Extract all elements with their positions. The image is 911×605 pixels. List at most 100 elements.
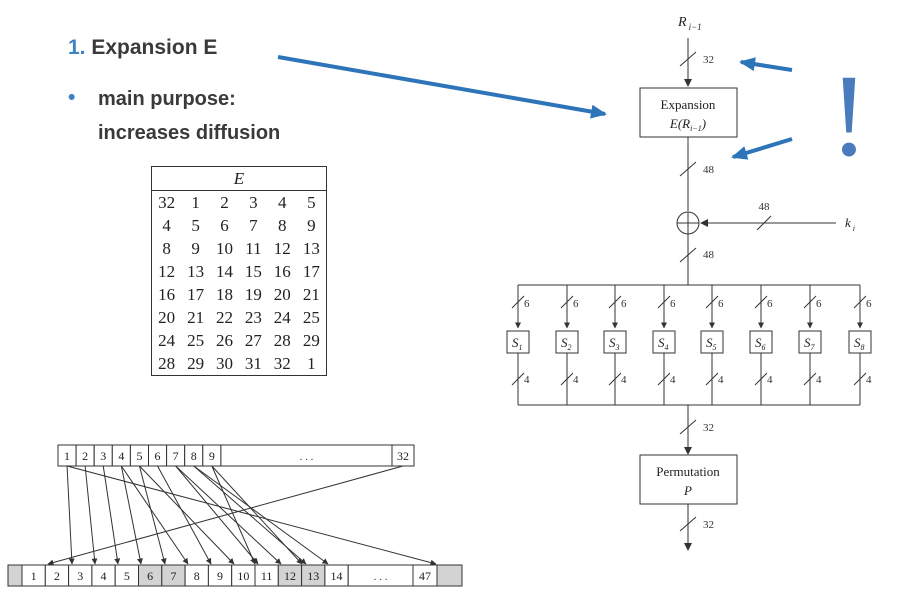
permutation-box [639, 454, 738, 505]
sbox-output-slash [853, 372, 867, 386]
slash-48-bottom [679, 247, 697, 263]
exclamation-mark: ! [829, 50, 868, 181]
expansion-table-cell: 24 [273, 308, 291, 327]
bit-mapping-arrow [66, 465, 75, 565]
heading-expansion: 1. Expansion E [68, 36, 217, 60]
slash-32-out [679, 516, 697, 532]
bit-mapping-arrow [139, 465, 235, 565]
expansion-table-cell: 31 [244, 354, 262, 373]
heading-text: Expansion E [91, 36, 218, 59]
bit-mapping-arrow [120, 465, 189, 565]
blue-arrow-to-input [739, 57, 793, 72]
width-label-48-mid: 48 [703, 164, 715, 176]
expansion-table-cell: 12 [158, 262, 176, 281]
sbox-output-width: 4 [524, 374, 530, 386]
expansion-table-cell: 4 [278, 193, 287, 212]
bit-mapping-arrow [120, 465, 143, 565]
expansion-table-cell: 20 [158, 308, 176, 327]
bottom-bit-label: 10 [237, 569, 249, 583]
expansion-table-cell: 27 [244, 331, 262, 350]
sbox-label: S2 [561, 335, 572, 352]
top-bit-label: 4 [118, 449, 124, 463]
expansion-table-cell: 8 [162, 239, 171, 258]
heading-number: 1. [68, 36, 86, 59]
expansion-table-cell: 1 [191, 193, 200, 212]
sbox-output-slash [657, 372, 671, 386]
sbox-input-width: 6 [524, 298, 530, 310]
bit-mapping-arrow [211, 465, 256, 565]
bit-mapping-arrow [175, 465, 259, 565]
sbox-input-width: 6 [767, 298, 773, 310]
expansion-table-cell: 5 [307, 193, 316, 212]
bit-mapping-arrow [157, 465, 212, 565]
sbox-output-width: 4 [816, 374, 822, 386]
bottom-bit-label: 11 [261, 569, 273, 583]
sbox-label: S3 [609, 335, 620, 352]
bit-mapping-arrow [138, 465, 167, 565]
expansion-table-cell: 13 [302, 239, 320, 258]
sbox-output-width: 4 [621, 374, 627, 386]
sbox-input-width: 6 [670, 298, 676, 310]
bottom-shaded-end [436, 564, 463, 587]
expansion-table-cell: 19 [244, 285, 262, 304]
sbox-output-slash [511, 372, 525, 386]
expansion-table-cell: 9 [307, 216, 316, 235]
permutation-label: Permutation [656, 464, 720, 479]
bottom-bit-label-last: 47 [419, 569, 431, 583]
sbox-input-width: 6 [573, 298, 579, 310]
blue-arrow-to-output [731, 137, 793, 160]
bottom-bit-label: 14 [331, 569, 343, 583]
expansion-table-cell: 2 [220, 193, 229, 212]
expansion-table-cell: 29 [302, 331, 320, 350]
width-label-32-perm: 32 [703, 422, 714, 434]
bottom-bit-label: 6 [147, 569, 153, 583]
expansion-table-cell: 11 [245, 239, 262, 258]
bit-mapping-arrow [211, 465, 303, 565]
sbox-output-width: 4 [718, 374, 724, 386]
top-bit-label: 2 [82, 449, 88, 463]
slash-32-top [679, 51, 697, 67]
bottom-bit-label: 9 [217, 569, 223, 583]
expansion-table-cell: 32 [158, 193, 176, 212]
sbox-output-width: 4 [670, 374, 676, 386]
sbox-output-slash [754, 372, 768, 386]
expansion-table-cell: 14 [216, 262, 234, 281]
expansion-table-cell: 10 [216, 239, 234, 258]
bottom-bit-label: 12 [284, 569, 296, 583]
sbox-input-slash [511, 295, 525, 309]
expansion-table-cell: 29 [187, 354, 205, 373]
bottom-shaded-start [7, 564, 23, 587]
expansion-table-cell: 15 [244, 262, 262, 281]
top-bit-label: 7 [173, 449, 179, 463]
expansion-table-cell: 7 [249, 216, 258, 235]
bottom-bit-label: 5 [124, 569, 130, 583]
sbox-input-width: 6 [718, 298, 724, 310]
expansion-table-cell: 6 [220, 216, 229, 235]
sbox-label: S6 [755, 335, 766, 352]
sbox-output-slash [608, 372, 622, 386]
sbox-label: S5 [706, 335, 717, 352]
expansion-table-cell: 16 [273, 262, 291, 281]
bullet-line-2: increases diffusion [98, 122, 281, 144]
sbox-input-width: 6 [621, 298, 627, 310]
expansion-table-cell: 18 [216, 285, 234, 304]
top-bit-label-last: 32 [397, 449, 409, 463]
bottom-bit-label: 13 [307, 569, 319, 583]
top-bit-label: 5 [136, 449, 142, 463]
sbox-input-slash [853, 295, 867, 309]
expansion-func: E(Ri−1) [669, 116, 706, 133]
sbox-label: S4 [658, 335, 669, 352]
bit-mapping-arrow [84, 465, 98, 565]
sbox-input-slash [608, 295, 622, 309]
expansion-table-cell: 17 [187, 285, 205, 304]
bullet-symbol: • [68, 86, 76, 109]
sbox-output-slash [803, 372, 817, 386]
top-bit-label: 6 [155, 449, 161, 463]
